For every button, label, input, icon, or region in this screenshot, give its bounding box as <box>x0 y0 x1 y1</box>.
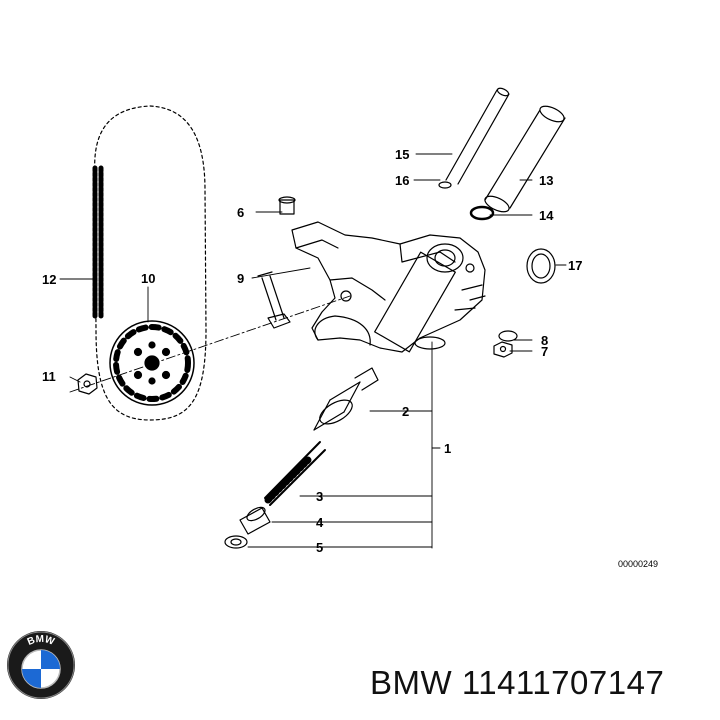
bmw-logo: BMW <box>7 631 75 699</box>
callout-9: 9 <box>237 271 244 286</box>
suction-pipe <box>484 105 566 213</box>
valve-circlip <box>224 535 248 549</box>
guide-tube <box>445 87 510 185</box>
valve-sleeve <box>239 506 271 535</box>
callout-10: 10 <box>141 271 155 286</box>
o-ring-small <box>438 181 452 189</box>
callout-11: 11 <box>42 369 56 384</box>
callout-13: 13 <box>539 173 553 188</box>
callout-4: 4 <box>316 515 324 530</box>
callout-5: 5 <box>316 540 323 555</box>
leader-lines <box>59 153 567 549</box>
bmw-logo-text: BMW <box>26 634 56 648</box>
part-number-label: BMW 11411707147 <box>370 664 665 701</box>
callout-15: 15 <box>395 147 409 162</box>
washer <box>498 330 518 342</box>
callout-14: 14 <box>539 208 554 223</box>
callout-8: 8 <box>541 333 548 348</box>
callout-12: 12 <box>42 272 56 287</box>
valve-piston <box>313 367 379 431</box>
sprocket <box>109 320 195 406</box>
hex-nut <box>493 341 513 358</box>
bolt <box>257 271 291 329</box>
callout-6: 6 <box>237 205 244 220</box>
shaft-centerline <box>69 295 351 393</box>
cap <box>278 196 296 215</box>
callout-7: 7 <box>541 344 548 359</box>
sprocket-nut <box>77 373 98 395</box>
oil-pump-housing <box>291 221 486 353</box>
valve-spring <box>264 441 326 506</box>
callout-3: 3 <box>316 489 323 504</box>
gasket-ring <box>469 205 495 221</box>
callout-1: 1 <box>444 441 451 456</box>
drawing-number: 00000249 <box>618 559 658 569</box>
callout-16: 16 <box>395 173 409 188</box>
callout-2: 2 <box>402 404 409 419</box>
timing-chain <box>92 105 207 421</box>
seal-ring <box>526 248 556 284</box>
callout-17: 17 <box>568 258 582 273</box>
